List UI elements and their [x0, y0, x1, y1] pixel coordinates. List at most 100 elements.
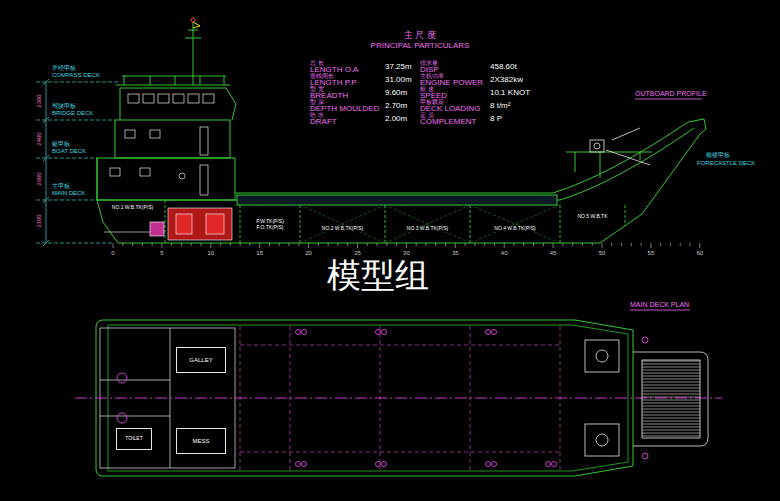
bulkhead: [300, 205, 301, 243]
drawing-label: 8 P: [490, 115, 502, 123]
compartment-name: NO.5 W.B.TK: [576, 214, 608, 220]
superstructure: [97, 158, 235, 200]
drawing-label: LENGTH O.A: [310, 66, 358, 74]
window: [173, 94, 184, 103]
drawing-label: 60: [696, 250, 703, 256]
compartment-name: NO.4 W.B.TK(P/S): [493, 226, 536, 232]
frame-tick: [122, 243, 123, 246]
drawing-label: 主甲板: [52, 183, 70, 189]
drawing-label: MAIN DECK PLAN: [630, 301, 689, 308]
superstructure: [120, 88, 236, 120]
window: [203, 94, 214, 103]
frame-tick: [367, 243, 368, 246]
drawing-label: 罗经甲板: [52, 65, 76, 71]
frame-tick: [279, 243, 280, 246]
bollard: [302, 330, 307, 335]
frame-tick: [553, 243, 554, 248]
compartment-name: MESS: [191, 438, 210, 445]
frame-tick: [386, 243, 387, 246]
frame-tick: [142, 243, 143, 246]
dimension-line: [43, 79, 49, 246]
frame-tick: [337, 243, 338, 246]
frame-tick: [113, 243, 700, 248]
forecastle-winch: [590, 140, 604, 152]
bulkhead: [470, 205, 471, 243]
engine: [168, 208, 232, 240]
tank-compartment: NO.3 W.B.TK(P/S): [385, 220, 470, 238]
frame-tick: [230, 243, 231, 246]
frame-tick: [562, 243, 563, 246]
title-underline: [630, 99, 702, 310]
window: [188, 94, 199, 103]
frame-tick: [161, 243, 162, 248]
superstructure: [97, 18, 236, 200]
bollard: [382, 462, 387, 467]
bollard: [302, 462, 307, 467]
hull-profile: [688, 119, 706, 134]
bulkhead: [165, 200, 166, 243]
bollard: [642, 453, 648, 459]
compartment-name: NO.3 W.B.TK(P/S): [406, 226, 449, 232]
frame-tick: [191, 243, 192, 246]
window: [110, 168, 120, 176]
tank-truss: [300, 205, 560, 243]
engine: [150, 222, 164, 236]
hull-profile: [566, 152, 652, 178]
superstructure: [185, 22, 201, 85]
drawing-label: 5: [160, 250, 163, 256]
drawing-label: 2.70m: [385, 102, 407, 110]
frame-tick: [308, 243, 309, 248]
dimension-line: [43, 79, 49, 246]
drawing-label: 艇甲板: [52, 141, 70, 147]
frame-tick: [416, 243, 417, 246]
frame-tick: [641, 243, 642, 246]
drawing-label: 20: [305, 250, 312, 256]
drawing-label: 35: [452, 250, 459, 256]
bollard: [296, 462, 301, 467]
frame-tick: [455, 243, 456, 248]
frame-tick: [631, 243, 632, 246]
window: [110, 94, 214, 195]
compartment-name: NO.1 W.B.TK(P/S): [111, 205, 154, 211]
frame-tick: [474, 243, 475, 246]
frame-tick: [425, 243, 426, 246]
bow-ramp: [633, 352, 708, 446]
frame-tick: [357, 243, 358, 248]
frame-tick: [543, 243, 544, 246]
frame-tick: [602, 243, 603, 248]
bollard: [376, 330, 381, 335]
tank-compartment: P.W.TK(P/S)F.O.TK(P/S): [240, 212, 300, 238]
drawing-label: 10.1 KNOT: [490, 89, 530, 97]
drawing-label: 驾驶甲板: [52, 103, 76, 109]
window: [200, 165, 208, 195]
frame-tick: [465, 243, 466, 246]
hull-profile: [237, 195, 557, 205]
compartment-name: NO.2 W.B.TK(P/S): [321, 226, 364, 232]
drawing-label: 2X382kw: [490, 76, 523, 84]
drawing-label: 31.00m: [385, 76, 412, 84]
window: [125, 130, 135, 138]
bollard: [117, 373, 127, 383]
drawing-label: 0: [111, 250, 114, 256]
drawing-label: COMPLEMENT: [420, 118, 476, 126]
frame-tick: [210, 243, 211, 248]
frame-tick: [592, 243, 593, 246]
tank-compartment: NO.1 W.B.TK(P/S): [100, 203, 165, 213]
title-underline: [635, 99, 702, 100]
compartment-name: GALLEY: [188, 357, 213, 364]
frame-tick: [533, 243, 534, 246]
room-box: MESS: [176, 428, 226, 454]
drawing-label: ENGINE POWER: [420, 79, 483, 87]
window: [179, 173, 185, 179]
tank-compartment: NO.4 W.B.TK(P/S): [470, 220, 560, 238]
hull-profile: [235, 122, 688, 193]
watermark: 模型组: [327, 258, 429, 292]
frame-tick: [152, 243, 153, 246]
bulkhead: [165, 200, 625, 243]
forecastle-winch: [590, 128, 650, 165]
frame-tick: [680, 243, 681, 246]
bulkhead: [385, 205, 386, 243]
forecastle-winch: [594, 143, 600, 149]
bollard: [376, 462, 381, 467]
